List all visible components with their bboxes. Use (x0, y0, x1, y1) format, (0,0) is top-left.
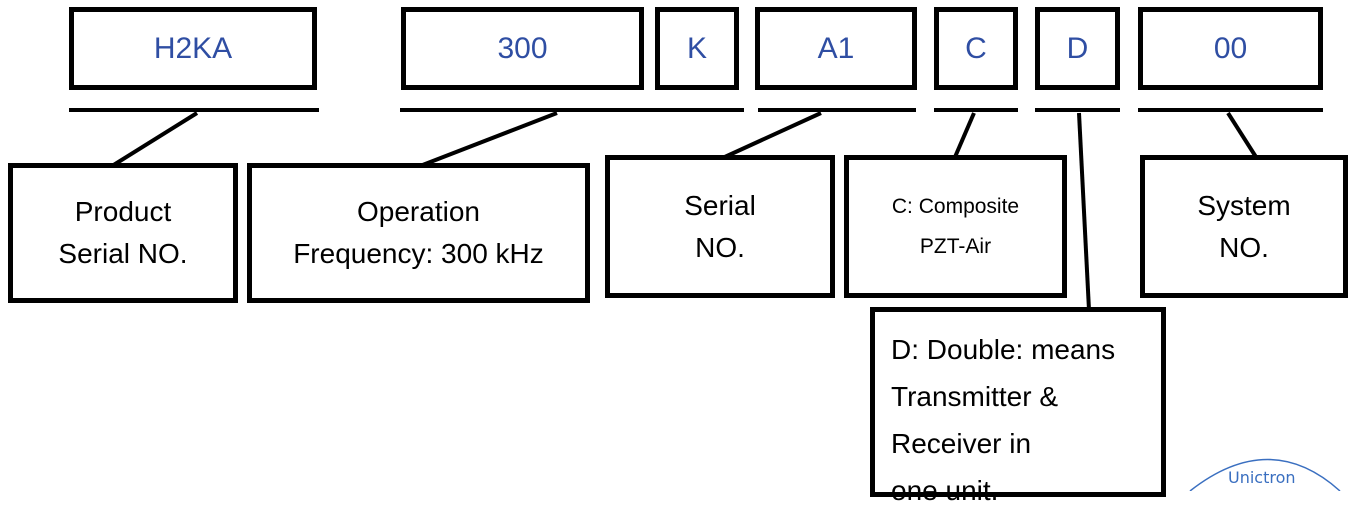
system-line-2: NO. (1219, 231, 1269, 263)
code-segment-00: 00 (1138, 7, 1323, 90)
logo-arc (1189, 458, 1341, 491)
unictron-watermark: Unictron (1228, 468, 1296, 487)
operation-frequency-line-2: Frequency: 300 kHz (293, 238, 544, 269)
connector-system (1226, 111, 1258, 159)
double-line-2: Transmitter & Receiver in (891, 381, 1058, 459)
code-segment-300: 300 (401, 7, 644, 90)
double-line-1: D: Double: means (891, 334, 1116, 365)
underline-300 (400, 108, 744, 112)
serial-line-1: Serial (684, 189, 756, 221)
code-segment-k: K (655, 7, 739, 90)
double-box: D: Double: means Transmitter & Receiver … (870, 307, 1166, 506)
code-segment-a1: A1 (755, 7, 917, 90)
code-segment-d: D (1035, 7, 1120, 90)
connector-double (1077, 112, 1091, 311)
code-segment-c: C (934, 7, 1018, 90)
system-line-1: System (1197, 189, 1291, 221)
connector-product-serial (110, 111, 199, 168)
connector-composite (953, 112, 976, 158)
underline-c (934, 108, 1018, 112)
operation-frequency-box: Operation Frequency: 300 kHz (247, 163, 590, 303)
product-serial-line-1: Product (74, 196, 172, 227)
operation-frequency-line-1: Operation (357, 196, 480, 227)
underline-h2ka (69, 108, 319, 112)
connector-operation-frequency (419, 111, 558, 168)
composite-line-2: PZT-Air (919, 234, 992, 258)
serial-line-2: NO. (695, 231, 745, 263)
system-box: System NO. (1140, 155, 1348, 298)
serial-box: Serial NO. (605, 155, 835, 298)
underline-a1 (758, 108, 916, 112)
underline-d (1035, 108, 1120, 112)
underline-00 (1138, 108, 1323, 112)
product-serial-box: Product Serial NO. (8, 163, 238, 303)
code-segment-h2ka: H2KA (69, 7, 317, 90)
product-serial-line-2: Serial NO. (58, 238, 188, 269)
composite-line-1: C: Composite (891, 194, 1020, 218)
composite-box: C: Composite PZT-Air (844, 155, 1067, 298)
connector-lines (110, 111, 1341, 491)
